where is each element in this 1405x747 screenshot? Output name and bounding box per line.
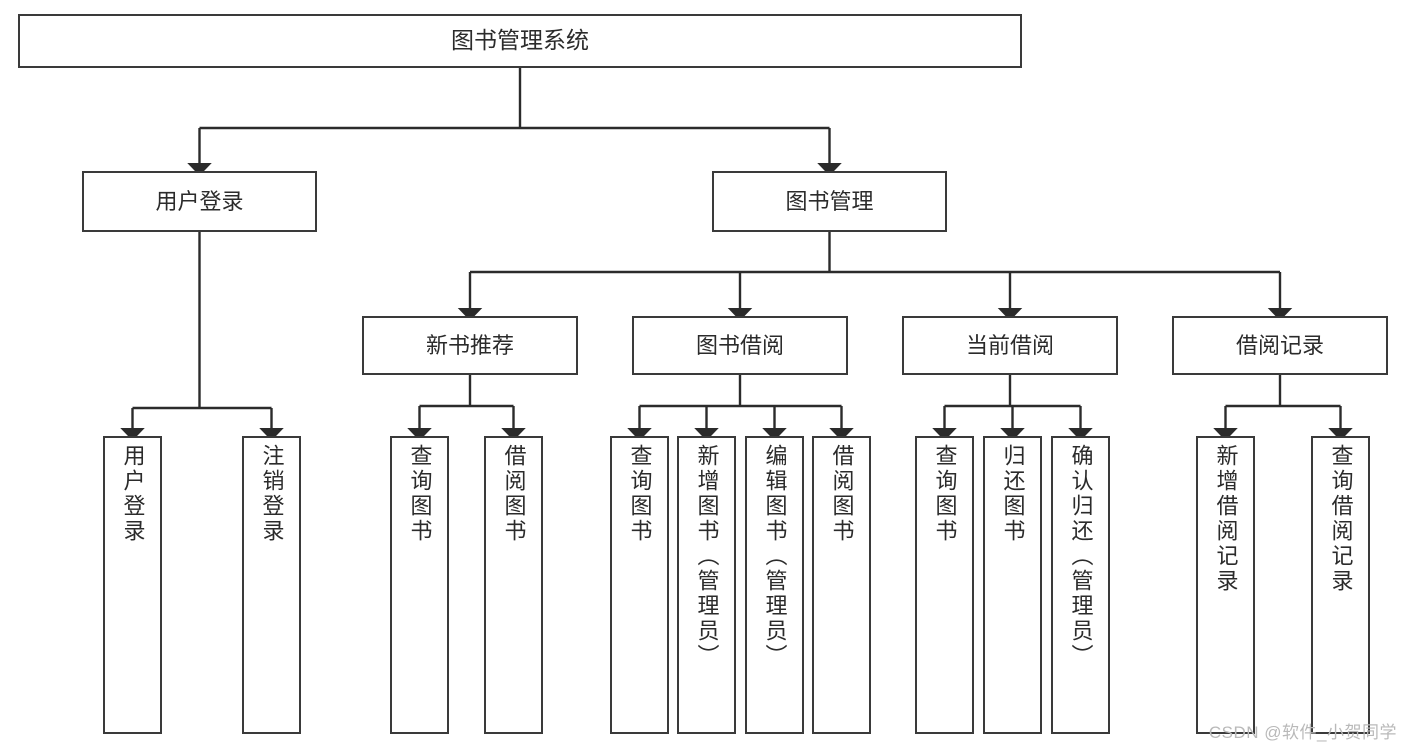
node-login[interactable]: 用户登录 (82, 171, 317, 232)
node-l_logout[interactable]: 注销登录 (242, 436, 301, 734)
node-n_query[interactable]: 查询图书 (390, 436, 449, 734)
node-c_confirm[interactable]: 确认归还（管理员） (1051, 436, 1110, 734)
node-r_query[interactable]: 查询借阅记录 (1311, 436, 1370, 734)
node-label: 新增借阅记录 (1213, 444, 1239, 594)
node-label: 图书借阅 (695, 332, 784, 358)
node-label: 新增图书（管理员） (694, 444, 720, 669)
node-label: 图书管理系统 (451, 27, 589, 54)
node-label: 注销登录 (259, 444, 285, 544)
node-label: 查询图书 (407, 444, 433, 544)
node-bookmgmt[interactable]: 图书管理 (712, 171, 947, 232)
node-label: 借阅图书 (829, 444, 855, 544)
node-r_add[interactable]: 新增借阅记录 (1196, 436, 1255, 734)
node-label: 编辑图书（管理员） (762, 444, 788, 669)
node-root[interactable]: 图书管理系统 (18, 14, 1022, 68)
node-label: 用户登录 (120, 444, 146, 544)
node-label: 查询图书 (932, 444, 958, 544)
node-label: 用户登录 (155, 188, 244, 214)
node-n_borrow[interactable]: 借阅图书 (484, 436, 543, 734)
node-label: 新书推荐 (425, 332, 514, 358)
node-label: 借阅图书 (501, 444, 527, 544)
node-b_query[interactable]: 查询图书 (610, 436, 669, 734)
node-label: 查询借阅记录 (1328, 444, 1354, 594)
node-newbook[interactable]: 新书推荐 (362, 316, 578, 375)
watermark: CSDN @软件_小贺同学 (1208, 723, 1397, 742)
node-label: 查询图书 (627, 444, 653, 544)
node-b_edit[interactable]: 编辑图书（管理员） (745, 436, 804, 734)
node-label: 归还图书 (1000, 444, 1026, 544)
node-label: 当前借阅 (965, 332, 1054, 358)
node-b_add[interactable]: 新增图书（管理员） (677, 436, 736, 734)
node-c_query[interactable]: 查询图书 (915, 436, 974, 734)
node-label: 图书管理 (785, 188, 874, 214)
node-borrow[interactable]: 图书借阅 (632, 316, 848, 375)
node-l_login[interactable]: 用户登录 (103, 436, 162, 734)
node-label: 借阅记录 (1235, 332, 1324, 358)
node-current[interactable]: 当前借阅 (902, 316, 1118, 375)
node-c_return[interactable]: 归还图书 (983, 436, 1042, 734)
node-b_lend[interactable]: 借阅图书 (812, 436, 871, 734)
node-records[interactable]: 借阅记录 (1172, 316, 1388, 375)
node-label: 确认归还（管理员） (1068, 444, 1094, 669)
